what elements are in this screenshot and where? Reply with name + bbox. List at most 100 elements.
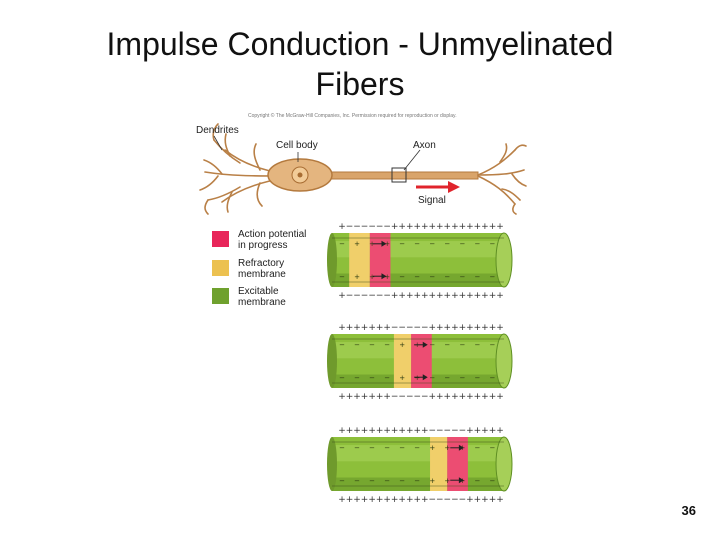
outer-charge-bottom: +: [353, 495, 361, 505]
propagation-arrowhead: [422, 374, 428, 381]
inner-charge-bottom: −: [414, 273, 420, 281]
legend-text: Excitable membrane: [238, 286, 286, 308]
outer-charge-top: +: [406, 222, 414, 232]
action-potential-zone: [411, 334, 432, 388]
inner-charge-top: −: [459, 240, 465, 248]
inner-charge-top: −: [474, 240, 480, 248]
outer-charge-top: +: [496, 323, 504, 333]
outer-charge-top: −: [436, 426, 444, 436]
inner-charge-top: −: [444, 240, 450, 248]
outer-charge-bottom: +: [346, 392, 354, 402]
inner-charge-top: −: [399, 444, 405, 452]
outer-charge-bottom: −: [346, 291, 354, 301]
outer-charge-bottom: +: [398, 291, 406, 301]
outer-charge-top: +: [481, 426, 489, 436]
inner-charge-top: −: [490, 240, 496, 248]
outer-charge-bottom: +: [451, 291, 459, 301]
outer-charge-bottom: +: [496, 495, 504, 505]
outer-charge-bottom: −: [406, 392, 414, 402]
outer-charge-bottom: −: [429, 495, 437, 505]
outer-charge-bottom: −: [421, 392, 429, 402]
outer-charge-bottom: −: [413, 392, 421, 402]
inner-charge-top: −: [429, 341, 435, 349]
outer-charge-top: +: [474, 222, 482, 232]
inner-charge-bottom: −: [384, 477, 390, 485]
outer-charge-bottom: +: [474, 291, 482, 301]
outer-charge-bottom: −: [391, 392, 399, 402]
fiber-stage-2: ++−−++++−−++++−−++++−−−−−−++−−−−++−−++−−…: [327, 323, 513, 402]
outer-charge-top: +: [338, 426, 346, 436]
outer-charge-top: +: [338, 222, 346, 232]
inner-charge-bottom: +: [399, 374, 405, 382]
outer-charge-top: −: [421, 323, 429, 333]
inner-charge-top: +: [369, 240, 375, 248]
dendrites-leader-line: [213, 135, 223, 151]
outer-charge-top: +: [398, 426, 406, 436]
fiber-right-cap: [495, 232, 513, 288]
inner-charge-top: −: [414, 444, 420, 452]
outer-charge-bottom: +: [361, 495, 369, 505]
outer-charge-bottom: +: [481, 291, 489, 301]
outer-charge-top: +: [383, 426, 391, 436]
inner-charge-top: −: [474, 444, 480, 452]
inner-charge-top: −: [399, 240, 405, 248]
inner-charge-bottom: −: [354, 374, 360, 382]
refractory-zone: [393, 334, 412, 388]
fiber-left-cap: [327, 334, 337, 388]
neuron-illustration: [199, 123, 527, 215]
outer-charge-bottom: −: [353, 291, 361, 301]
inner-charge-top: −: [444, 341, 450, 349]
inner-charge-top: +: [429, 444, 435, 452]
action-potential-zone: [369, 233, 391, 287]
inner-charge-top: −: [369, 341, 375, 349]
inner-charge-bottom: −: [490, 374, 496, 382]
propagation-arrowhead: [381, 273, 387, 280]
outer-charge-bottom: +: [489, 495, 497, 505]
outer-charge-top: +: [436, 323, 444, 333]
outer-charge-top: −: [444, 426, 452, 436]
title-line-2: Fibers: [315, 66, 405, 102]
propagation-arrowhead: [422, 341, 428, 348]
cell-body-label: Cell body: [276, 140, 318, 151]
dendrites-label: Dendrites: [196, 125, 239, 136]
outer-charge-top: +: [451, 323, 459, 333]
outer-charge-top: +: [338, 323, 346, 333]
outer-charge-top: +: [489, 426, 497, 436]
outer-charge-bottom: +: [444, 392, 452, 402]
outer-charge-top: +: [421, 222, 429, 232]
fiber-stage-1: ++−−−−−−++−−−−++−−−−++++++−−++++−−++++−−…: [327, 222, 513, 301]
outer-charge-bottom: +: [489, 392, 497, 402]
inner-charge-top: −: [339, 444, 345, 452]
refractory-zone: [430, 437, 448, 491]
outer-charge-top: +: [368, 426, 376, 436]
outer-charge-top: +: [421, 426, 429, 436]
inner-charge-top: +: [354, 240, 360, 248]
fiber-right-cap: [495, 333, 513, 389]
outer-charge-bottom: +: [474, 392, 482, 402]
page-number: 36: [681, 503, 696, 518]
fiber-stages: ++−−−−−−++−−−−++−−−−++++++−−++++−−++++−−…: [327, 222, 513, 505]
outer-charge-bottom: +: [466, 495, 474, 505]
magnified-region-box: [391, 167, 407, 183]
slide-title: Impulse Conduction - Unmyelinated Fibers: [0, 24, 720, 104]
outer-charge-top: +: [361, 323, 369, 333]
outer-charge-top: −: [391, 323, 399, 333]
outer-charge-bottom: +: [436, 291, 444, 301]
axon-label: Axon: [413, 140, 436, 151]
inner-charge-bottom: −: [354, 477, 360, 485]
axon: [329, 171, 479, 180]
outer-charge-top: −: [346, 222, 354, 232]
fiber-stage-3: ++−−++++−−++++−−++++−−++++−−++++−−++−−++…: [327, 426, 513, 505]
outer-charge-top: +: [346, 323, 354, 333]
outer-charge-top: +: [391, 426, 399, 436]
outer-charge-top: +: [489, 323, 497, 333]
outer-charge-top: +: [436, 222, 444, 232]
inner-charge-top: −: [354, 444, 360, 452]
inner-charge-top: −: [339, 240, 345, 248]
inner-charge-top: −: [339, 341, 345, 349]
inner-charge-bottom: −: [474, 374, 480, 382]
outer-charge-top: +: [466, 222, 474, 232]
inner-charge-bottom: −: [399, 273, 405, 281]
outer-charge-bottom: +: [376, 495, 384, 505]
outer-charge-top: +: [474, 426, 482, 436]
